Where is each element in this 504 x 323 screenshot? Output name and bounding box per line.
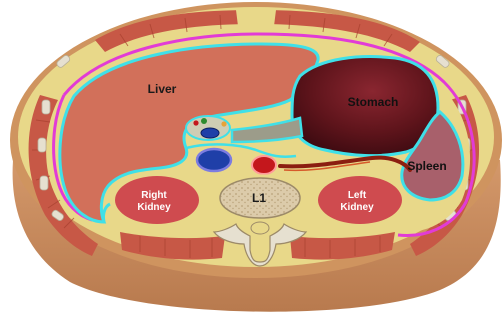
right-kidney-label-line1: Right xyxy=(141,190,167,201)
aorta xyxy=(252,156,276,174)
liver-label: Liver xyxy=(148,82,177,96)
left-kidney-label-line1: Left xyxy=(348,190,367,201)
l1-label: L1 xyxy=(252,191,266,205)
left-kidney-label-line2: Kidney xyxy=(340,202,374,213)
inferior-vena-cava xyxy=(197,149,231,171)
spleen-label: Spleen xyxy=(407,159,446,173)
right-kidney-label-line2: Kidney xyxy=(137,202,171,213)
spinal-canal xyxy=(251,222,269,234)
stomach-label: Stomach xyxy=(348,95,399,109)
portal-vein-small xyxy=(221,121,226,126)
hepatic-artery xyxy=(193,120,198,125)
bile-duct xyxy=(201,118,207,124)
linea-alba xyxy=(236,10,276,26)
portal-vein xyxy=(201,128,219,138)
